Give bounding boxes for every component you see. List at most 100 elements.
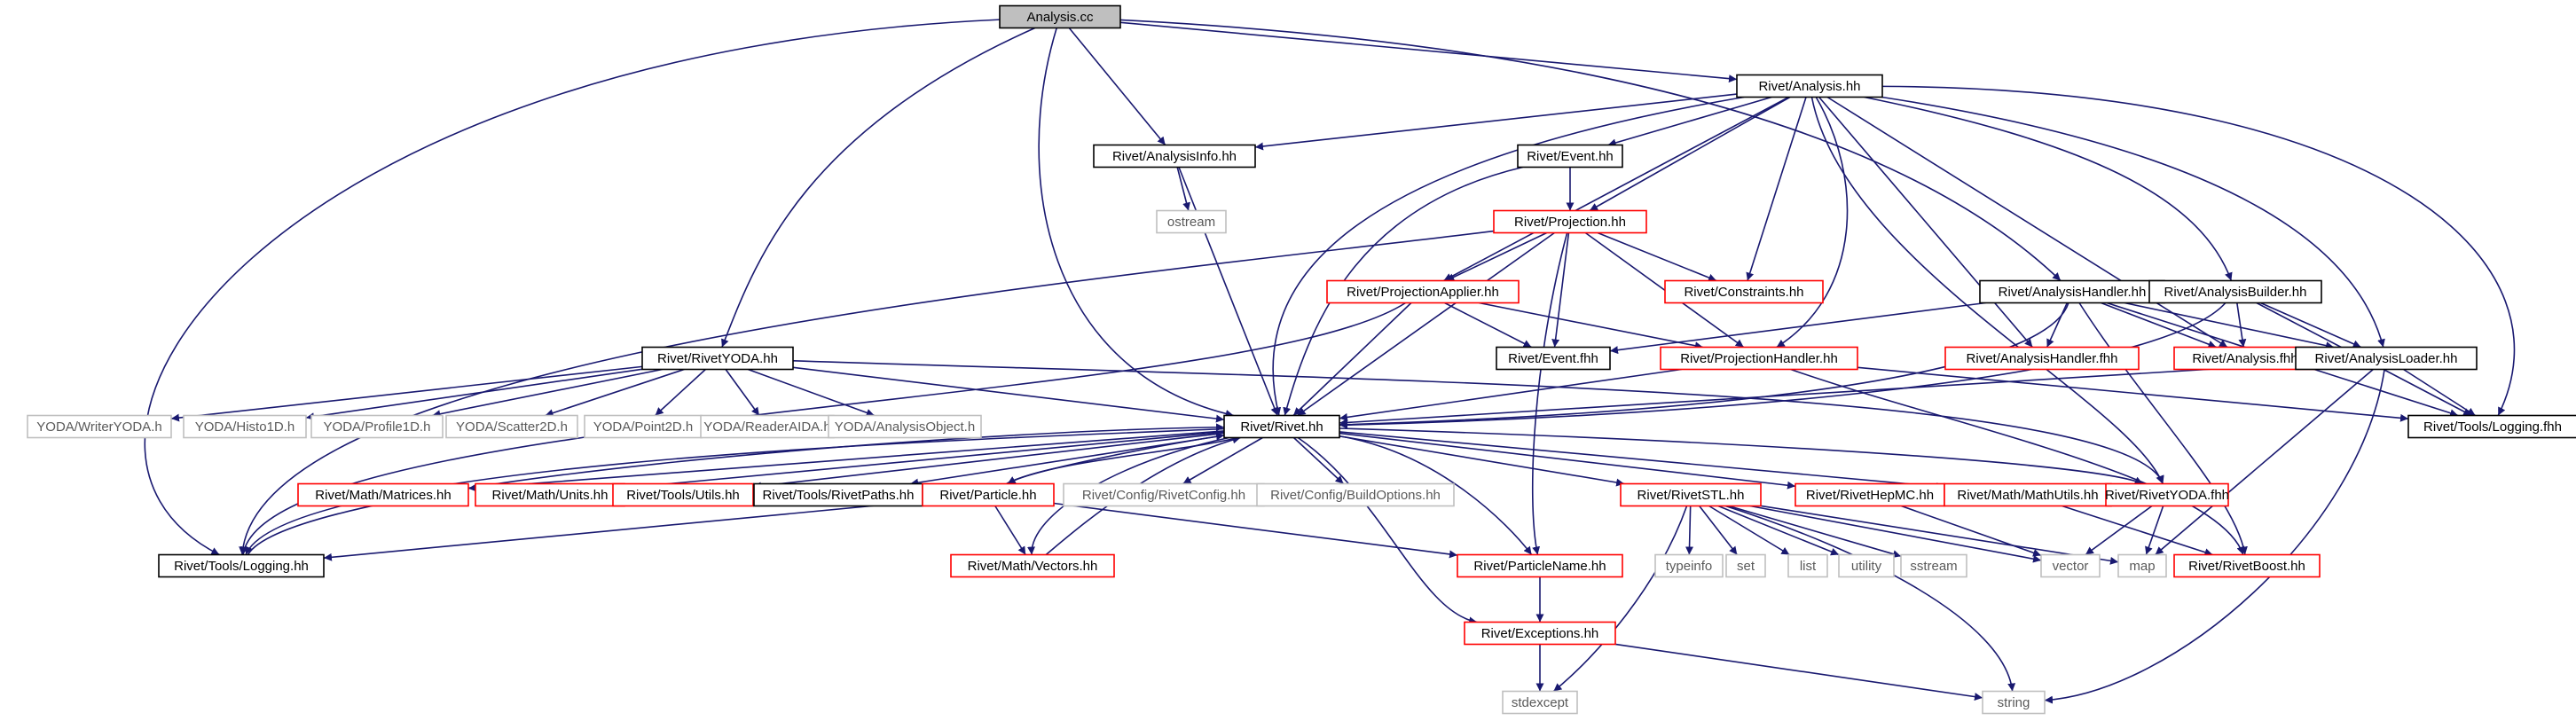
edge-rivet_math_mathutils_hh-to-rivet_rivetboost_hh <box>2062 505 2213 557</box>
node-list: list <box>1787 553 1828 578</box>
node-analysis_cc[interactable]: Analysis.cc <box>999 4 1121 29</box>
node-rivet_projection_hh[interactable]: Rivet/Projection.hh <box>1493 209 1647 234</box>
node-rivet_rivethepmc_hh[interactable]: Rivet/RivetHepMC.hh <box>1795 482 1945 507</box>
node-rivet_event_hh[interactable]: Rivet/Event.hh <box>1517 144 1623 168</box>
node-box <box>1093 144 1256 168</box>
node-rivet_analysisinfo_hh[interactable]: Rivet/AnalysisInfo.hh <box>1093 144 1256 168</box>
node-yoda_analysisobject_h: YODA/AnalysisObject.h <box>828 414 982 439</box>
edge-rivet_rivetyoda_fhh-to-vector <box>2085 505 2153 556</box>
node-label: Rivet/Exceptions.hh <box>1481 626 1599 641</box>
node-label: Rivet/Config/BuildOptions.hh <box>1270 488 1441 503</box>
node-label: YODA/AnalysisObject.h <box>835 419 975 435</box>
node-label: Rivet/RivetHepMC.hh <box>1806 488 1934 503</box>
node-rivet_tools_utils_hh[interactable]: Rivet/Tools/Utils.hh <box>612 482 754 507</box>
node-yoda_writeryoda_h: YODA/WriterYODA.h <box>27 414 172 439</box>
node-rivet_config_rivetconfig_hh: Rivet/Config/RivetConfig.hh <box>1063 482 1265 507</box>
node-box <box>1502 690 1578 715</box>
node-yoda_scatter2d_h: YODA/Scatter2D.h <box>445 414 578 439</box>
node-box <box>828 414 982 439</box>
node-box <box>1838 553 1895 578</box>
node-rivet_constraints_hh[interactable]: Rivet/Constraints.hh <box>1664 279 1824 304</box>
edge-rivet_projection_hh-to-rivet_rivet_hh <box>1297 231 1555 417</box>
node-rivet_analysisloader_hh[interactable]: Rivet/AnalysisLoader.hh <box>2295 346 2478 371</box>
edge-rivet_analysis_hh-to-rivet_rivet_hh <box>1272 96 1745 416</box>
node-rivet_analysis_hh[interactable]: Rivet/Analysis.hh <box>1736 74 1883 98</box>
edge-rivet_tools_logging_hh-to-rivet_rivet_hh <box>247 423 1225 555</box>
edge-rivet_rivet_hh-to-rivet_config_buildoptions_hh <box>1292 436 1345 485</box>
node-yoda_histo1d_h: YODA/Histo1D.h <box>183 414 307 439</box>
node-rivet_analysishandler_hh[interactable]: Rivet/AnalysisHandler.hh <box>1979 279 2165 304</box>
edge-rivet_analysisloader_hh-to-rivet_rivet_hh <box>1339 363 2297 427</box>
node-rivet_analysis_fhh[interactable]: Rivet/Analysis.fhh <box>2173 346 2317 371</box>
node-label: list <box>1800 559 1817 574</box>
node-label: ostream <box>1167 215 1215 230</box>
node-rivet_particlename_hh[interactable]: Rivet/ParticleName.hh <box>1457 553 1623 578</box>
node-rivet_analysisbuilder_hh[interactable]: Rivet/AnalysisBuilder.hh <box>2148 279 2322 304</box>
node-rivet_rivetyoda_fhh[interactable]: Rivet/RivetYODA.fhh <box>2105 482 2229 507</box>
node-label: Rivet/AnalysisInfo.hh <box>1112 149 1237 164</box>
node-set: set <box>1725 553 1766 578</box>
node-label: set <box>1737 559 1755 574</box>
node-box <box>2117 553 2167 578</box>
edge-rivet_analysishandler_hh-to-rivet_rivet_hh <box>1339 302 2069 429</box>
edge-rivet_rivethepmc_hh-to-vector <box>1901 505 2042 557</box>
node-yoda_profile1d_h: YODA/Profile1D.h <box>310 414 444 439</box>
node-layer: Analysis.ccRivet/Analysis.hhRivet/Analys… <box>27 4 2576 715</box>
edge-rivet_analysis_hh-to-rivet_tools_logging_fhh <box>1881 85 2516 416</box>
node-rivet_rivetyoda_hh[interactable]: Rivet/RivetYODA.hh <box>641 346 794 371</box>
edge-rivet_rivetstl_hh-to-list <box>1708 505 1790 556</box>
node-rivet_tools_logging_hh[interactable]: Rivet/Tools/Logging.hh <box>158 553 325 578</box>
node-label: Rivet/Tools/RivetPaths.hh <box>763 488 915 503</box>
edge-rivet_analysishandler_hh-to-rivet_event_fhh <box>1609 302 1986 355</box>
node-box <box>999 4 1121 29</box>
edge-rivet_rivet_hh-to-rivet_rivethepmc_hh <box>1339 432 1796 490</box>
node-box <box>1493 209 1647 234</box>
edge-analysis_cc-to-rivet_tools_logging_hh <box>144 19 1001 556</box>
node-label: Rivet/ProjectionHandler.hh <box>1680 351 1838 366</box>
edge-rivet_rivet_hh-to-rivet_math_matrices_hh <box>467 430 1225 492</box>
node-box <box>922 482 1055 507</box>
node-box <box>1156 209 1227 234</box>
node-rivet_rivetboost_hh[interactable]: Rivet/RivetBoost.hh <box>2173 553 2321 578</box>
node-label: Rivet/AnalysisHandler.fhh <box>1967 351 2118 366</box>
node-rivet_rivetstl_hh[interactable]: Rivet/RivetSTL.hh <box>1620 482 1762 507</box>
node-sstream: sstream <box>1900 553 1967 578</box>
node-rivet_math_vectors_hh[interactable]: Rivet/Math/Vectors.hh <box>950 553 1115 578</box>
edge-rivet_analysisloader_hh-to-rivet_tools_logging_fhh <box>2403 368 2476 417</box>
node-rivet_exceptions_hh[interactable]: Rivet/Exceptions.hh <box>1464 621 1616 646</box>
node-rivet_math_units_hh[interactable]: Rivet/Math/Units.hh <box>475 482 625 507</box>
edge-rivet_rivet_hh-to-rivet_math_mathutils_hh <box>1339 431 1945 491</box>
node-rivet_particle_hh[interactable]: Rivet/Particle.hh <box>922 482 1055 507</box>
node-label: utility <box>1851 559 1882 574</box>
node-rivet_rivet_hh[interactable]: Rivet/Rivet.hh <box>1223 414 1340 439</box>
node-rivet_tools_logging_fhh[interactable]: Rivet/Tools/Logging.fhh <box>2407 414 2576 439</box>
edge-rivet_projectionapplier_hh-to-rivet_rivet_hh <box>1292 302 1412 417</box>
node-rivet_analysishandler_fhh[interactable]: Rivet/AnalysisHandler.fhh <box>1944 346 2140 371</box>
node-rivet_math_mathutils_hh[interactable]: Rivet/Math/MathUtils.hh <box>1944 482 2112 507</box>
node-box <box>584 414 703 439</box>
node-box <box>1223 414 1340 439</box>
node-label: YODA/Point2D.h <box>593 419 694 435</box>
node-box <box>310 414 444 439</box>
edge-rivet_analysis_hh-to-rivet_projectionapplier_hh <box>1443 96 1789 282</box>
node-box <box>27 414 172 439</box>
node-rivet_tools_rivetpaths_hh[interactable]: Rivet/Tools/RivetPaths.hh <box>753 482 923 507</box>
edge-rivet_analysisinfo_hh-to-ostream <box>1176 167 1190 211</box>
edge-rivet_rivetyoda_hh-to-yoda_writeryoda_h <box>170 365 643 422</box>
node-rivet_projectionapplier_hh[interactable]: Rivet/ProjectionApplier.hh <box>1326 279 1520 304</box>
node-box <box>1326 279 1520 304</box>
edge-rivet_rivetyoda_hh-to-yoda_point2d_h <box>655 368 706 417</box>
node-rivet_config_buildoptions_hh: Rivet/Config/BuildOptions.hh <box>1256 482 1455 507</box>
node-label: Rivet/RivetSTL.hh <box>1637 488 1745 503</box>
edge-rivet_event_hh-to-rivet_rivet_hh <box>1283 166 1523 416</box>
edge-rivet_rivetstl_hh-to-map <box>1760 505 2119 565</box>
edge-rivet_rivetyoda_hh-to-yoda_profile1d_h <box>432 368 663 419</box>
node-label: Rivet/RivetYODA.hh <box>657 351 778 366</box>
node-box <box>475 482 625 507</box>
node-label: Analysis.cc <box>1026 10 1094 25</box>
node-rivet_math_matrices_hh[interactable]: Rivet/Math/Matrices.hh <box>297 482 469 507</box>
node-rivet_projectionhandler_hh[interactable]: Rivet/ProjectionHandler.hh <box>1660 346 1858 371</box>
node-ostream: ostream <box>1156 209 1227 234</box>
node-box <box>1464 621 1616 646</box>
node-rivet_event_fhh[interactable]: Rivet/Event.fhh <box>1496 346 1611 371</box>
